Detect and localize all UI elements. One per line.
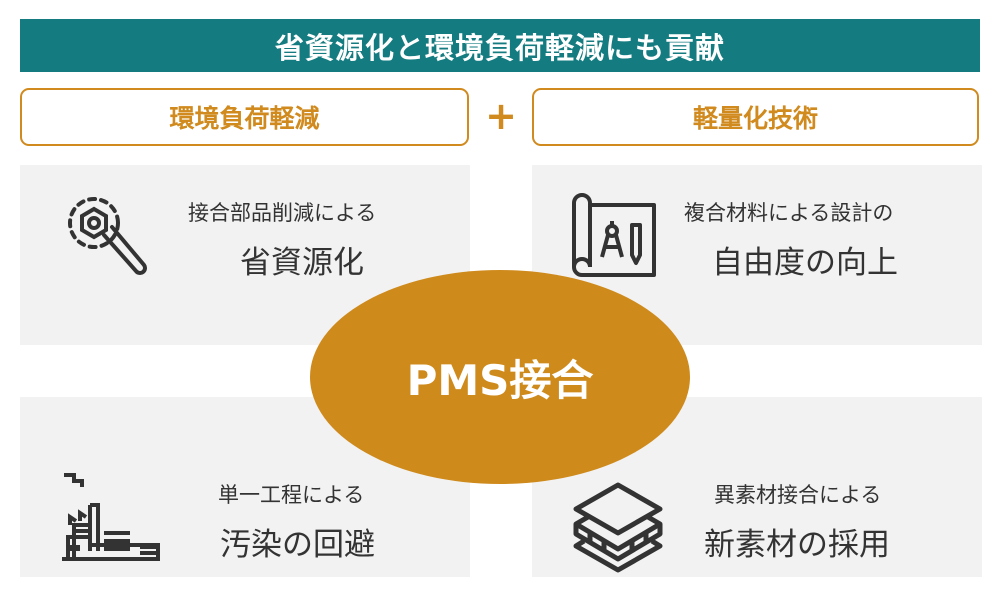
benefit-title: 自由度の向上 xyxy=(712,245,898,281)
center-pms-joining: PMS接合 xyxy=(310,270,690,484)
layered-material-icon xyxy=(573,482,663,573)
benefit-subtitle: 単一工程による xyxy=(218,483,365,507)
benefit-title: 汚染の回避 xyxy=(220,527,375,563)
factory-icon xyxy=(62,473,160,561)
blueprint-compass-icon xyxy=(572,193,656,277)
banner-title: 省資源化と環境負荷軽減にも貢献 xyxy=(20,19,980,72)
category-environment: 環境負荷軽減 xyxy=(20,88,469,146)
category-lightweight: 軽量化技術 xyxy=(532,88,979,146)
benefit-subtitle: 複合材料による設計の xyxy=(684,201,894,225)
benefit-title: 省資源化 xyxy=(240,245,364,281)
benefit-subtitle: 接合部品削減による xyxy=(188,201,377,225)
benefit-panel-resource-saving: 接合部品削減による 省資源化 xyxy=(20,165,470,345)
benefit-title: 新素材の採用 xyxy=(704,527,890,563)
benefit-subtitle: 異素材接合による xyxy=(714,483,882,507)
plus-sign: + xyxy=(485,94,517,138)
wrench-gear-icon xyxy=(68,197,147,275)
